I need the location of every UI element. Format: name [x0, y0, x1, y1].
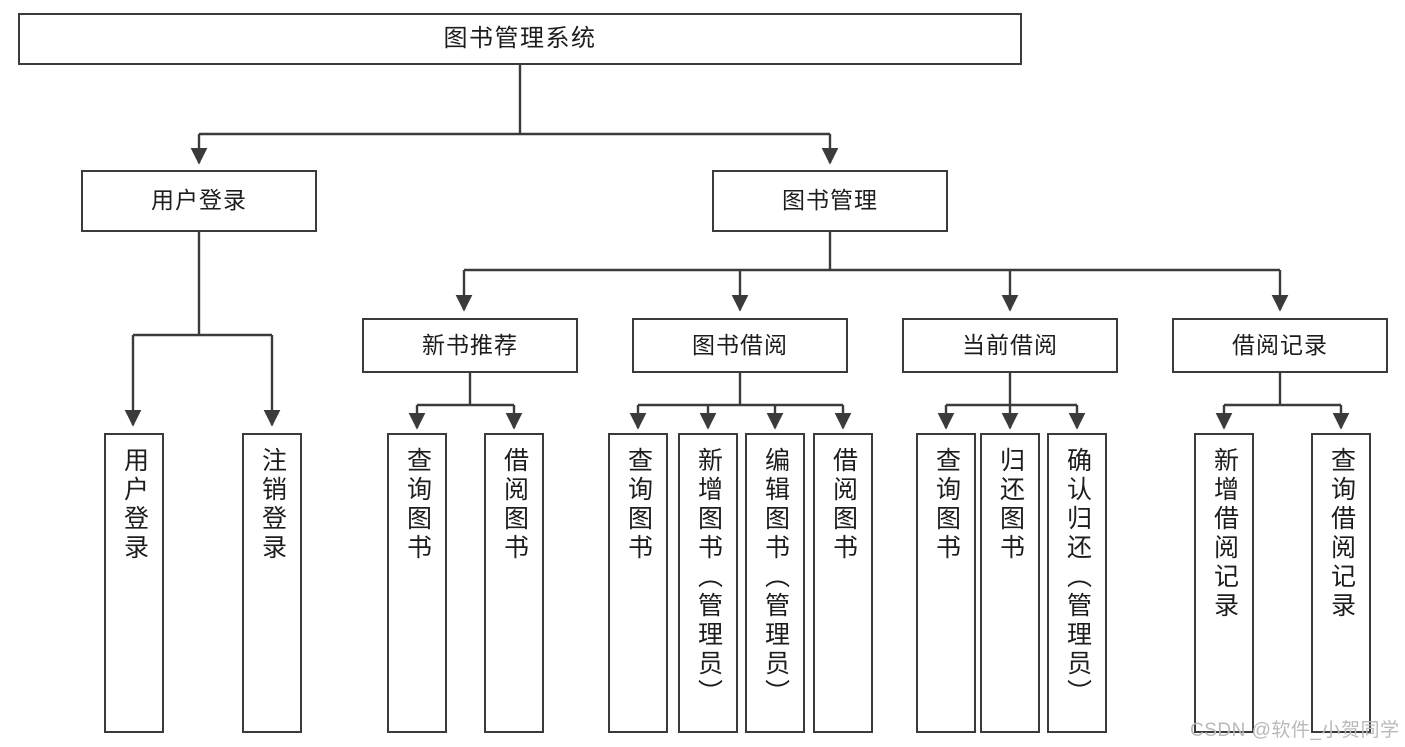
leaf-borrow-book-new[interactable]: 借阅图书 — [484, 433, 544, 733]
node-label: 借阅图书 — [500, 447, 529, 563]
node-label: 查询借阅记录 — [1327, 447, 1356, 621]
node-current-borrow[interactable]: 当前借阅 — [902, 318, 1118, 373]
node-new-book-recommend[interactable]: 新书推荐 — [362, 318, 578, 373]
node-label: 查询图书 — [624, 447, 653, 563]
leaf-edit-book-admin[interactable]: 编辑图书（管理员） — [745, 433, 805, 733]
leaf-user-logout[interactable]: 注销登录 — [242, 433, 302, 733]
leaf-borrow-book[interactable]: 借阅图书 — [813, 433, 873, 733]
node-label: 确认归还（管理员） — [1063, 447, 1092, 708]
node-label: 归还图书 — [996, 447, 1025, 563]
node-label: 用户登录 — [151, 187, 247, 214]
leaf-return-book[interactable]: 归还图书 — [980, 433, 1040, 733]
node-book-borrow[interactable]: 图书借阅 — [632, 318, 848, 373]
leaf-confirm-return-admin[interactable]: 确认归还（管理员） — [1047, 433, 1107, 733]
leaf-add-borrow-record[interactable]: 新增借阅记录 — [1194, 433, 1254, 733]
node-book-management[interactable]: 图书管理 — [712, 170, 948, 232]
leaf-query-book-borrow[interactable]: 查询图书 — [608, 433, 668, 733]
node-label: 新增借阅记录 — [1210, 447, 1239, 621]
leaf-add-book-admin[interactable]: 新增图书（管理员） — [678, 433, 738, 733]
node-label: 新书推荐 — [422, 331, 518, 358]
node-label: 当前借阅 — [962, 331, 1058, 358]
node-label: 图书管理 — [782, 187, 878, 214]
node-label: 注销登录 — [258, 447, 287, 563]
leaf-query-book-current[interactable]: 查询图书 — [916, 433, 976, 733]
leaf-query-borrow-record[interactable]: 查询借阅记录 — [1311, 433, 1371, 733]
node-label: 借阅图书 — [829, 447, 858, 563]
node-borrow-record[interactable]: 借阅记录 — [1172, 318, 1388, 373]
leaf-user-login[interactable]: 用户登录 — [104, 433, 164, 733]
node-user-login[interactable]: 用户登录 — [81, 170, 317, 232]
node-label: 图书借阅 — [692, 331, 788, 358]
node-label: 编辑图书（管理员） — [761, 447, 790, 708]
node-label: 图书管理系统 — [443, 24, 597, 52]
node-label: 用户登录 — [120, 447, 149, 563]
node-root-system[interactable]: 图书管理系统 — [18, 13, 1022, 65]
node-label: 新增图书（管理员） — [694, 447, 723, 708]
node-label: 查询图书 — [932, 447, 961, 563]
node-label: 查询图书 — [403, 447, 432, 563]
leaf-query-book-new[interactable]: 查询图书 — [387, 433, 447, 733]
node-label: 借阅记录 — [1232, 331, 1328, 358]
